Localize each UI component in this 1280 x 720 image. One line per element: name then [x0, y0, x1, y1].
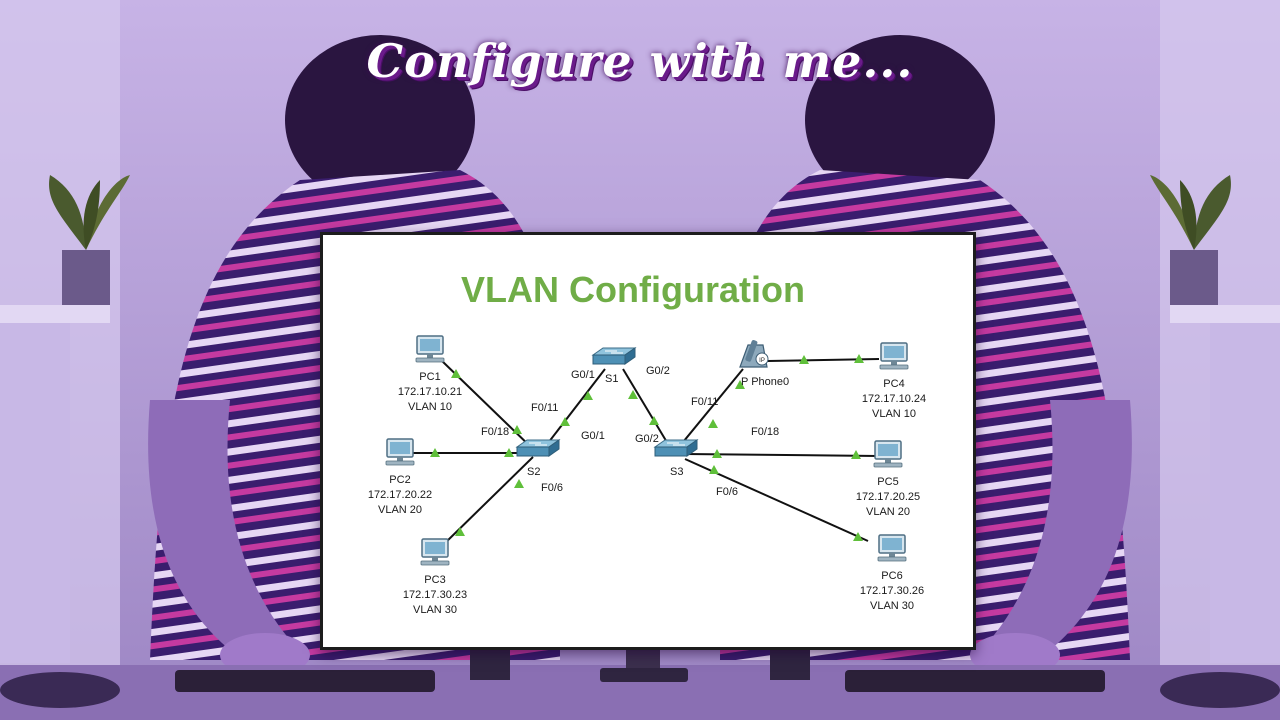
pc5-name: PC5	[877, 476, 898, 488]
switch-icon	[654, 439, 698, 457]
link-indicators	[430, 354, 864, 541]
pc2-ip: 172.17.20.22	[368, 489, 432, 501]
pc2-vlan: VLAN 20	[378, 504, 422, 516]
link-s1-s3	[622, 368, 672, 450]
port-s3-f018: F0/18	[751, 426, 779, 438]
switch-s2: S2	[516, 439, 560, 478]
port-s2-g01: G0/1	[581, 430, 605, 442]
network-topology: PC1 172.17.10.21 VLAN 10 PC2 172.17.20.2…	[368, 335, 926, 616]
s2-name: S2	[527, 466, 540, 478]
link-s3-pc4-phone	[678, 368, 744, 448]
plant-left	[49, 175, 130, 305]
switch-s3: S3	[654, 439, 698, 478]
link-pc3-s2	[442, 456, 534, 546]
pc3: PC3 172.17.30.23 VLAN 30	[403, 538, 467, 616]
pc4-vlan: VLAN 10	[872, 408, 916, 420]
pc1-name: PC1	[419, 371, 440, 383]
pc4-name: PC4	[883, 378, 904, 390]
diagram-board: VLAN Configuration	[320, 232, 976, 650]
links	[401, 358, 880, 546]
s3-name: S3	[670, 466, 683, 478]
switch-icon	[516, 439, 560, 457]
pc-icon	[385, 438, 415, 466]
pc-icon	[420, 538, 450, 566]
port-s1-g02: G0/2	[646, 365, 670, 377]
pc1-ip: 172.17.10.21	[398, 386, 462, 398]
port-labels: G0/1 G0/2 G0/1 F0/11 F0/18 F0/6 G0/2 F0/…	[481, 365, 779, 498]
pc3-vlan: VLAN 30	[413, 604, 457, 616]
overlay-title: Configure with me...	[366, 34, 914, 88]
pc6-name: PC6	[881, 570, 902, 582]
port-s3-g02: G0/2	[635, 433, 659, 445]
port-s3-f06: F0/6	[716, 486, 738, 498]
pc6-ip: 172.17.30.26	[860, 585, 924, 597]
pc6: PC6 172.17.30.26 VLAN 30	[860, 534, 924, 612]
pc4: PC4 172.17.10.24 VLAN 10	[862, 342, 926, 420]
pc-icon	[873, 440, 903, 468]
pc-icon	[415, 335, 445, 363]
pc2-name: PC2	[389, 474, 410, 486]
port-s3-f011: F0/11	[691, 396, 718, 408]
pc4-ip: 172.17.10.24	[862, 393, 926, 405]
port-s1-g01: G0/1	[571, 369, 595, 381]
ip-phone-icon: IP	[739, 340, 769, 368]
port-s2-f018: F0/18	[481, 426, 509, 438]
pc5: PC5 172.17.20.25 VLAN 20	[856, 440, 920, 518]
port-s2-f011: F0/11	[531, 402, 558, 414]
pc1-vlan: VLAN 10	[408, 401, 452, 413]
pc1: PC1 172.17.10.21 VLAN 10	[398, 335, 462, 413]
port-s2-f06: F0/6	[541, 482, 563, 494]
plant-right	[1150, 175, 1231, 305]
ip-phone: IP P Phone0	[739, 340, 789, 388]
pc-icon	[877, 534, 907, 562]
s1-name: S1	[605, 373, 618, 385]
pc5-ip: 172.17.20.25	[856, 491, 920, 503]
switch-icon	[592, 347, 636, 365]
switch-s1: S1	[592, 347, 636, 385]
link-s2-s1	[544, 368, 606, 448]
pc3-ip: 172.17.30.23	[403, 589, 467, 601]
ip-phone-badge: IP	[759, 358, 765, 364]
pc-icon	[879, 342, 909, 370]
pc2: PC2 172.17.20.22 VLAN 20	[368, 438, 432, 516]
ip-phone-name: P Phone0	[741, 376, 789, 388]
pc6-vlan: VLAN 30	[870, 600, 914, 612]
pc3-name: PC3	[424, 574, 445, 586]
pc5-vlan: VLAN 20	[866, 506, 910, 518]
